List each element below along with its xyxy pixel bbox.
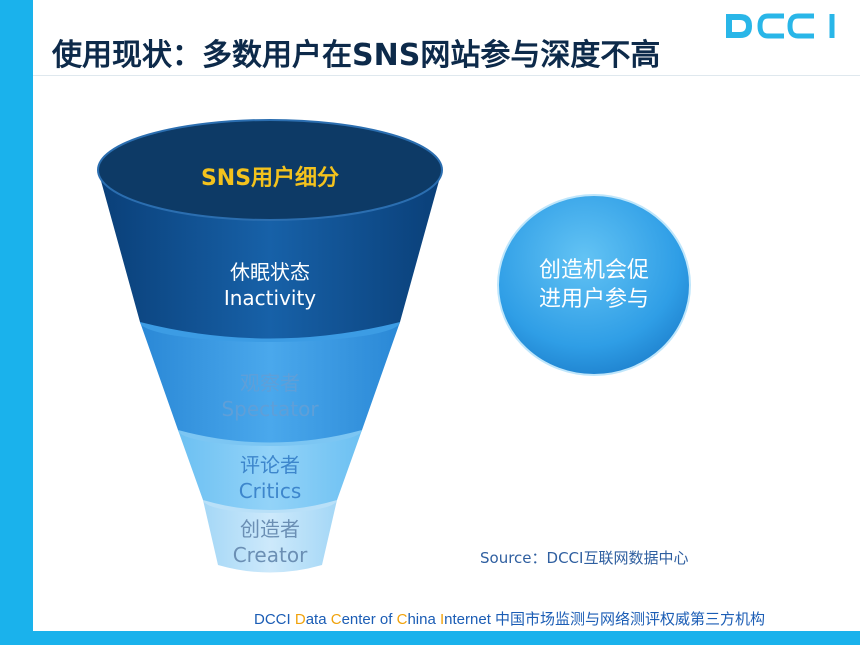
footer-d: D — [294, 611, 306, 628]
callout-line-2: 进用户参与 — [538, 287, 649, 312]
funnel-top-ellipse — [98, 120, 442, 220]
source-note: Source：DCCI互联网数据中心 — [480, 549, 689, 567]
footer-hina: hina — [407, 611, 440, 628]
funnel-tier-creator — [203, 500, 337, 573]
tier-creator-cn: 创造者 — [240, 517, 300, 541]
footer-i: I — [439, 611, 445, 628]
tier-spectator-en: Spectator — [221, 397, 319, 421]
callout-line-1: 创造机会促 — [538, 258, 649, 283]
footer-tagline: DCCI Data Center of China Internet 中国市场监… — [254, 608, 765, 629]
tier-critics-cn: 评论者 — [240, 453, 300, 477]
footer-enter-of: enter of — [341, 611, 397, 628]
funnel-tier-spectator — [140, 322, 400, 443]
footer-prefix: DCCI — [254, 611, 295, 628]
tier-creator-label: 创造者 Creator — [90, 516, 450, 568]
tier-spectator-cn: 观察者 — [240, 371, 300, 395]
funnel-top-label: SNS用户细分 — [200, 166, 340, 191]
funnel-tier-critics — [178, 430, 362, 510]
tier-spectator-label: 观察者 Spectator — [90, 370, 450, 422]
left-accent-bar — [0, 0, 33, 645]
footer-ata: ata — [305, 611, 331, 628]
dcci-logo — [726, 13, 835, 39]
footer-ch: C — [396, 611, 408, 628]
header-band — [33, 0, 860, 76]
slide-title: 使用现状：多数用户在SNS网站参与深度不高 — [52, 38, 661, 73]
sns-user-funnel — [97, 119, 443, 573]
tier-inactivity-cn: 休眠状态 — [230, 260, 310, 284]
footer-c: C — [330, 611, 342, 628]
footer-rest: 中国市场监测与网络测评权威第三方机构 — [495, 611, 766, 628]
bottom-accent-bar — [0, 631, 860, 645]
tier-inactivity-label: 休眠状态 Inactivity — [90, 259, 450, 311]
callout-circle — [497, 194, 691, 376]
tier-inactivity-en: Inactivity — [223, 286, 317, 310]
callout-text: 创造机会促 进用户参与 — [495, 256, 693, 314]
tier-critics-label: 评论者 Critics — [90, 452, 450, 504]
tier-creator-en: Creator — [232, 543, 308, 567]
footer-nternet: nternet — [444, 611, 496, 628]
tier-critics-en: Critics — [238, 479, 302, 503]
